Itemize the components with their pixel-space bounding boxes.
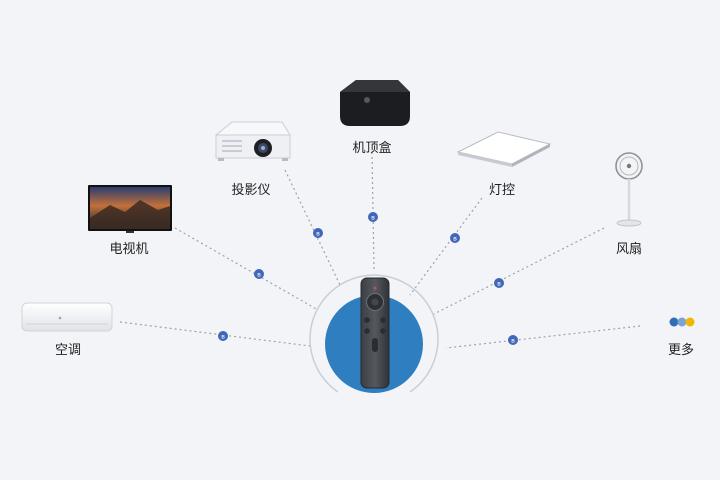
hub-outer-arc — [309, 274, 439, 393]
device-label-light: 灯控 — [488, 183, 516, 198]
svg-text:ʙ: ʙ — [257, 271, 261, 279]
connector-more — [445, 325, 641, 349]
connector-box — [371, 151, 375, 271]
bluetooth-icon: ʙ — [313, 228, 323, 238]
remote-control-icon — [360, 277, 390, 389]
connector-tv — [174, 227, 319, 311]
air-conditioner-icon — [21, 302, 113, 332]
fan-icon — [615, 152, 643, 227]
bluetooth-icon: ʙ — [368, 212, 378, 222]
bluetooth-icon: ʙ — [254, 269, 264, 279]
svg-text:ʙ: ʙ — [221, 333, 225, 341]
projector-icon — [215, 121, 291, 161]
bluetooth-icon: ʙ — [450, 233, 460, 243]
connectors — [119, 151, 641, 349]
svg-text:ʙ: ʙ — [316, 230, 320, 238]
device-label-box: 机顶盒 — [352, 141, 392, 156]
connector-projector — [284, 169, 341, 286]
connector-light — [409, 197, 483, 296]
device-label-fan: 风扇 — [615, 242, 643, 257]
bluetooth-icon: ʙ — [494, 278, 504, 288]
svg-text:ʙ: ʙ — [497, 280, 501, 288]
set-top-box-icon — [340, 80, 410, 126]
tv-icon — [88, 185, 172, 233]
device-label-tv: 电视机 — [109, 242, 149, 257]
device-label-projector: 投影仪 — [231, 183, 271, 198]
bluetooth-badges: ʙ ʙ ʙ ʙ ʙ ʙ ʙ — [218, 212, 518, 345]
svg-text:ʙ: ʙ — [453, 235, 457, 243]
device-label-more: 更多 — [667, 343, 695, 358]
connector-ac — [119, 321, 311, 347]
ceiling-light-icon — [456, 131, 552, 167]
device-label-ac: 空调 — [54, 343, 82, 358]
bluetooth-icon: ʙ — [508, 335, 518, 345]
bluetooth-icon: ʙ — [218, 331, 228, 341]
svg-text:ʙ: ʙ — [371, 214, 375, 222]
remote-hub — [309, 274, 439, 393]
svg-text:ʙ: ʙ — [511, 337, 515, 345]
more-dots-icon — [669, 317, 695, 327]
